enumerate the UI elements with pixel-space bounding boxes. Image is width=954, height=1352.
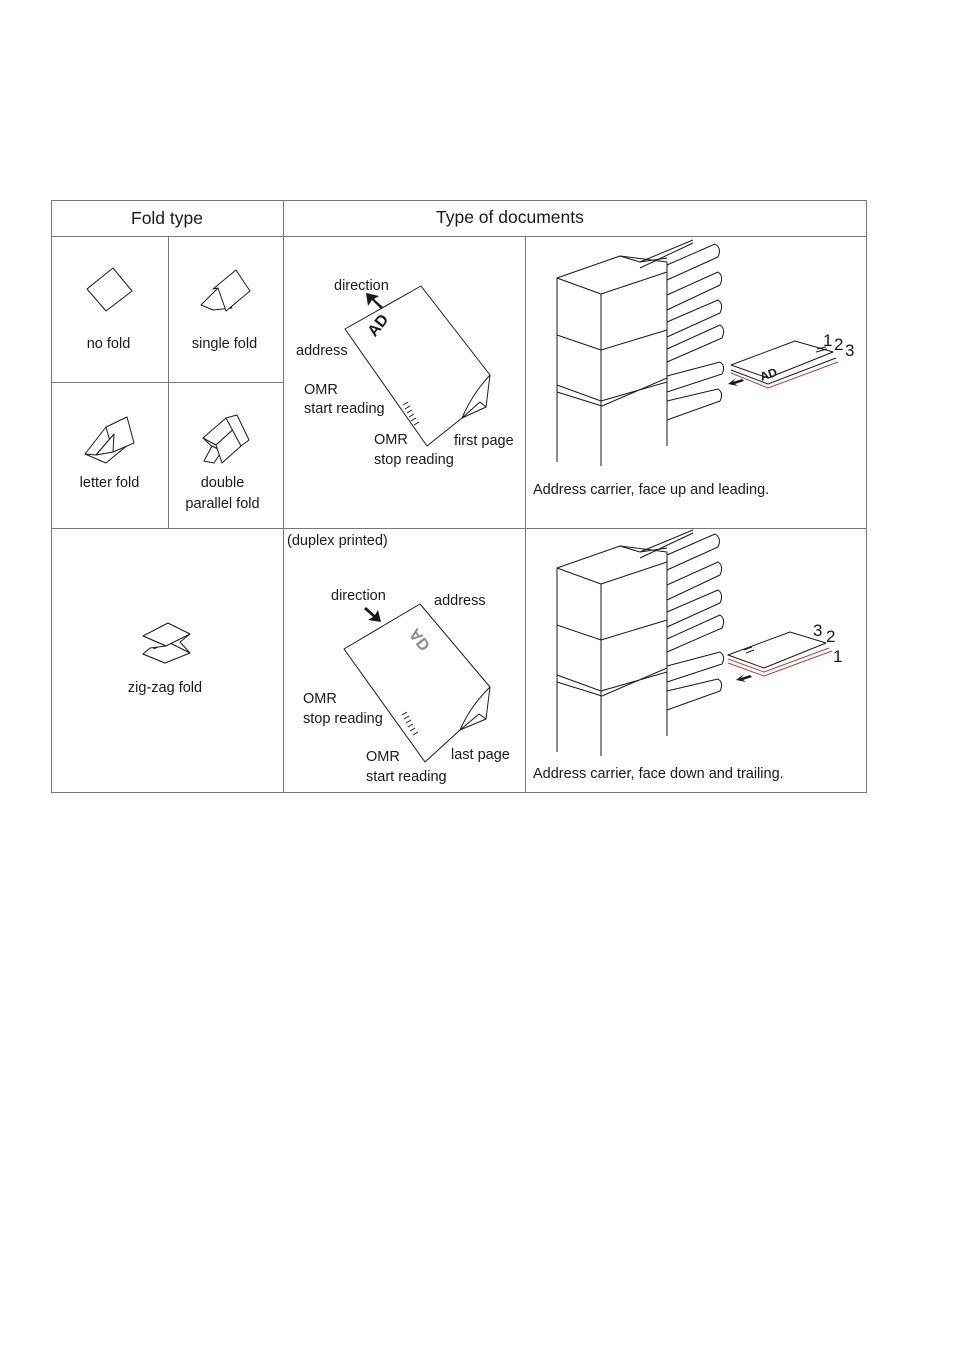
doc1-address-label: address [296,343,348,359]
direction-arrow-down-icon [364,607,381,622]
feed-arrow-2-icon [736,674,752,682]
doc1-omr-start-label-1: OMR [304,382,338,398]
column-divider-main [283,200,284,793]
double-parallel-fold-label-1: double [200,475,245,491]
table-border-top [51,200,867,201]
table-border-right [866,200,867,793]
doc2-last-page-label: last page [451,747,510,763]
stack-number-3b: 3 [813,621,823,640]
machine1-caption: Address carrier, face up and leading. [533,482,770,498]
fold-subgrid-horizontal [51,382,283,383]
doc1-first-page-label: first page [454,433,514,449]
doc2-duplex-label: (duplex printed) [287,533,388,549]
doc2-omr-start-label-2: start reading [366,769,447,785]
address-mark-front: AD [364,311,393,341]
header-divider [51,236,867,237]
stack-number-2b: 2 [826,627,836,646]
no-fold-label: no fold [86,336,131,352]
doc2-address-label: address [434,593,486,609]
stack-number-1b: 1 [833,647,843,666]
header-type-of-documents: Type of documents [436,207,584,227]
doc2-omr-stop-label-1: OMR [303,691,337,707]
stack-number-1: 1 [823,331,833,350]
row-divider [51,528,867,529]
header-fold-type: Fold type [131,208,203,228]
stack-number-3: 3 [845,341,855,360]
zig-zag-fold-label: zig-zag fold [127,680,203,696]
address-mark-back: AD [406,624,434,654]
single-fold-label: single fold [191,336,258,352]
doc1-omr-stop-label-1: OMR [374,432,408,448]
feed-arrow-icon [728,378,744,386]
column-divider-docs [525,236,526,793]
stack-number-2: 2 [834,335,844,354]
table-border-bottom [51,792,867,793]
doc1-omr-start-label-2: start reading [304,401,385,417]
table-border-left [51,200,52,793]
address-mark-stack: AD [758,364,780,384]
letter-fold-label: letter fold [79,475,140,491]
doc2-omr-start-label-1: OMR [366,749,400,765]
doc1-omr-stop-label-2: stop reading [374,452,454,468]
doc2-omr-stop-label-2: stop reading [303,711,383,727]
machine2-caption: Address carrier, face down and trailing. [533,766,784,782]
doc2-direction-label: direction [331,588,386,604]
double-parallel-fold-label-2: parallel fold [185,496,260,512]
doc1-direction-label: direction [334,278,389,294]
